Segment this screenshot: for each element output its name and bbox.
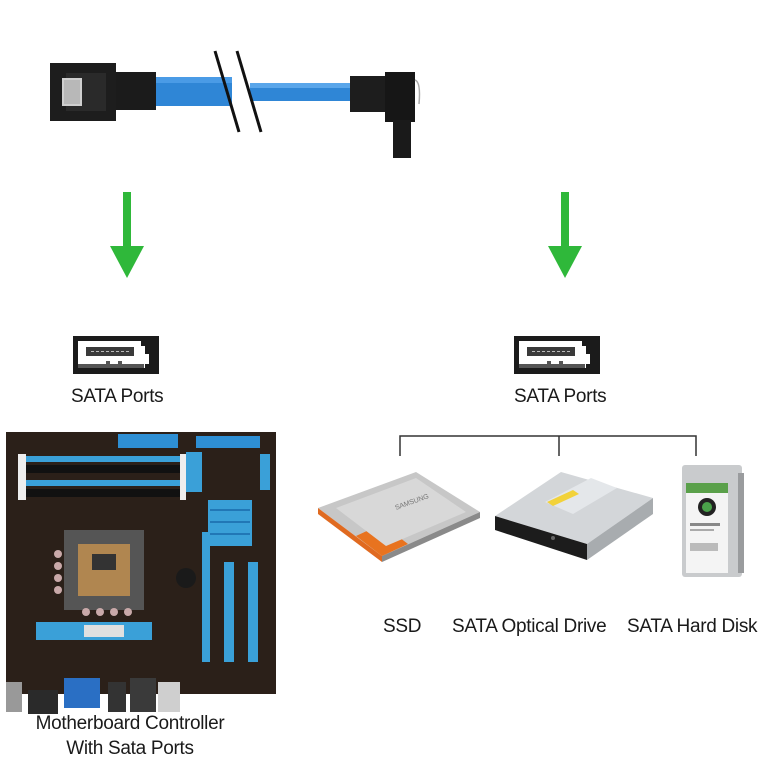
ssd-image: SAMSUNG [318, 472, 480, 562]
motherboard-label-line1: Motherboard Controller [35, 713, 225, 734]
sata-port-icon-left [73, 336, 159, 374]
sata-port-icon-right [514, 336, 600, 374]
left-port-label: SATA Ports [71, 386, 164, 407]
right-port-label: SATA Ports [514, 386, 607, 407]
device-label-hard-disk: SATA Hard Disk [627, 616, 758, 637]
hard-disk-image [682, 465, 744, 577]
right-angle-connector-icon [350, 72, 421, 158]
arrow-down-icon-right [548, 192, 582, 278]
motherboard-image [6, 432, 276, 714]
arrow-down-icon-left [110, 192, 144, 278]
straight-connector-icon [50, 63, 156, 121]
sata-cable [50, 50, 421, 158]
device-label-optical-drive: SATA Optical Drive [452, 616, 607, 637]
device-bracket [399, 435, 697, 456]
optical-drive-image [495, 472, 653, 560]
motherboard-label-line2: With Sata Ports [66, 738, 194, 759]
device-label-ssd: SSD [383, 616, 422, 637]
